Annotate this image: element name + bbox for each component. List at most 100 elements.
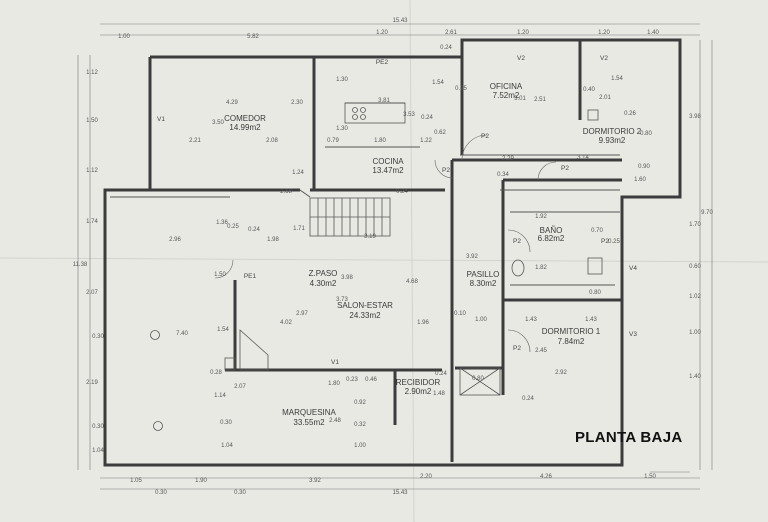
dim-label: 1.50 bbox=[644, 474, 656, 480]
dim-label: 1.43 bbox=[585, 317, 597, 323]
dim-label: 1.54 bbox=[432, 80, 444, 86]
dim-label: 1.74 bbox=[86, 219, 98, 225]
dims-top: 15.43 1.00 5.82 1.20 2.61 1.20 1.20 1.40… bbox=[118, 18, 659, 51]
dim-label: 0.62 bbox=[434, 130, 446, 136]
room-name: BAÑO bbox=[540, 226, 563, 235]
dim-label: 1.22 bbox=[420, 138, 432, 144]
room-area: 6.82m2 bbox=[538, 234, 565, 243]
room-dormitorio-1: DORMITORIO 1 7.84m2 bbox=[542, 327, 601, 346]
dim-label: 3.98 bbox=[341, 275, 353, 281]
room-area: 24.33m2 bbox=[349, 311, 381, 320]
dim-label: 1.12 bbox=[86, 168, 98, 174]
dim-label: 2.01 bbox=[599, 95, 611, 101]
opening-label: V4 bbox=[629, 265, 637, 272]
dim-label: 3.92 bbox=[309, 478, 321, 484]
dim-label: 1.05 bbox=[130, 478, 142, 484]
dim-label: 0.26 bbox=[624, 111, 636, 117]
dim-label: 1.40 bbox=[689, 374, 701, 380]
dim-label: 1.04 bbox=[221, 443, 233, 449]
room-area: 2.90m2 bbox=[405, 387, 432, 396]
opening-label: P2 bbox=[601, 238, 609, 245]
room-area: 7.84m2 bbox=[558, 337, 585, 346]
dim-label: 0.79 bbox=[327, 138, 339, 144]
dim-label: 1.02 bbox=[689, 294, 701, 300]
dim-label: 1.54 bbox=[217, 327, 229, 333]
room-oficina: OFICINA 7.52m2 bbox=[490, 82, 523, 100]
dim-label: 1.00 bbox=[118, 34, 130, 40]
dim-label: 0.34 bbox=[497, 172, 509, 178]
room-zpaso: Z.PASO 4.30m2 bbox=[309, 269, 338, 288]
dim-label: 3.01 bbox=[514, 96, 526, 102]
dim-label: 1.40 bbox=[647, 30, 659, 36]
dim-label: 0.24 bbox=[435, 371, 447, 377]
dim-label: 0.24 bbox=[421, 115, 433, 121]
dim-label: 1.00 bbox=[475, 317, 487, 323]
dim-label: 0.25 bbox=[227, 224, 239, 230]
room-dormitorio-2: DORMITORIO 2 9.93m2 bbox=[583, 127, 642, 145]
opening-label: P2 bbox=[513, 345, 521, 352]
dim-label: 2.92 bbox=[555, 370, 567, 376]
dim-label: 2.20 bbox=[420, 474, 432, 480]
dim-label: 2.08 bbox=[266, 138, 278, 144]
opening-label: P2 bbox=[481, 133, 489, 140]
dim-label: 1.04 bbox=[92, 448, 104, 454]
dim-label: 1.82 bbox=[535, 265, 547, 271]
dim-label: 0.40 bbox=[583, 87, 595, 93]
dims-left: 1.12 1.50 1.12 1.74 11.38 2.07 0.30 2.19… bbox=[73, 70, 105, 454]
opening-label: P2 bbox=[513, 238, 521, 245]
dim-label: 1.80 bbox=[374, 138, 386, 144]
walls bbox=[103, 38, 682, 467]
dim-label: 0.70 bbox=[591, 228, 603, 234]
dim-label: 2.21 bbox=[189, 138, 201, 144]
dim-label: 9.70 bbox=[701, 210, 713, 216]
dim-label: 0.60 bbox=[689, 264, 701, 270]
dim-label: 0.10 bbox=[454, 311, 466, 317]
dim-label: 1.20 bbox=[376, 30, 388, 36]
dim-label: 2.45 bbox=[535, 348, 547, 354]
dim-label: 2.96 bbox=[169, 237, 181, 243]
room-comedor: COMEDOR 14.99m2 bbox=[224, 114, 266, 132]
room-name: MARQUESINA bbox=[282, 408, 336, 417]
door-swings bbox=[214, 134, 557, 353]
room-area: 13.47m2 bbox=[372, 166, 404, 175]
dim-label: 1.80 bbox=[328, 381, 340, 387]
opening-label: PE2 bbox=[376, 59, 389, 66]
room-name: RECIBIDOR bbox=[396, 378, 441, 387]
dim-label: 1.70 bbox=[689, 222, 701, 228]
dim-label: 2.07 bbox=[86, 290, 98, 296]
dim-label: 15.43 bbox=[392, 18, 408, 24]
dim-label: 1.00 bbox=[354, 443, 366, 449]
room-area: 4.30m2 bbox=[310, 279, 337, 288]
dim-label: 1.50 bbox=[214, 272, 226, 278]
dimension-lines bbox=[77, 23, 713, 490]
dim-label: 1.98 bbox=[267, 237, 279, 243]
dim-label: 3.14 bbox=[577, 155, 589, 161]
dim-label: 0.80 bbox=[640, 131, 652, 137]
dim-label: 0.24 bbox=[396, 189, 408, 195]
dim-label: 1.92 bbox=[535, 214, 547, 220]
room-marquesina: MARQUESINA 33.55m2 bbox=[282, 408, 336, 427]
dim-label: 0.80 bbox=[472, 376, 484, 382]
dim-label: 2.51 bbox=[534, 97, 546, 103]
dim-label: 1.43 bbox=[525, 317, 537, 323]
dim-label: 3.50 bbox=[212, 120, 224, 126]
room-name: DORMITORIO 2 bbox=[583, 127, 642, 136]
dim-label: 0.23 bbox=[346, 377, 358, 383]
fixtures bbox=[150, 102, 603, 431]
opening-label: V2 bbox=[517, 55, 525, 62]
dim-label: 2.61 bbox=[445, 30, 457, 36]
dim-label: 4.02 bbox=[280, 320, 292, 326]
dim-label: 11.38 bbox=[73, 262, 88, 268]
room-name: PASILLO bbox=[467, 270, 500, 279]
room-name: OFICINA bbox=[490, 82, 523, 91]
dim-label: 1.00 bbox=[689, 330, 701, 336]
dim-label: 0.28 bbox=[210, 370, 222, 376]
room-cocina: COCINA 13.47m2 bbox=[372, 157, 404, 175]
dim-label: 0.46 bbox=[365, 377, 377, 383]
room-name: COMEDOR bbox=[224, 114, 266, 123]
room-recibidor: RECIBIDOR 2.90m2 bbox=[396, 378, 441, 396]
dim-label: 0.30 bbox=[92, 424, 104, 430]
dim-label: 3.53 bbox=[403, 112, 415, 118]
dims-bottom: 1.05 1.90 3.92 2.20 4.26 1.50 0.30 0.30 … bbox=[130, 474, 656, 496]
